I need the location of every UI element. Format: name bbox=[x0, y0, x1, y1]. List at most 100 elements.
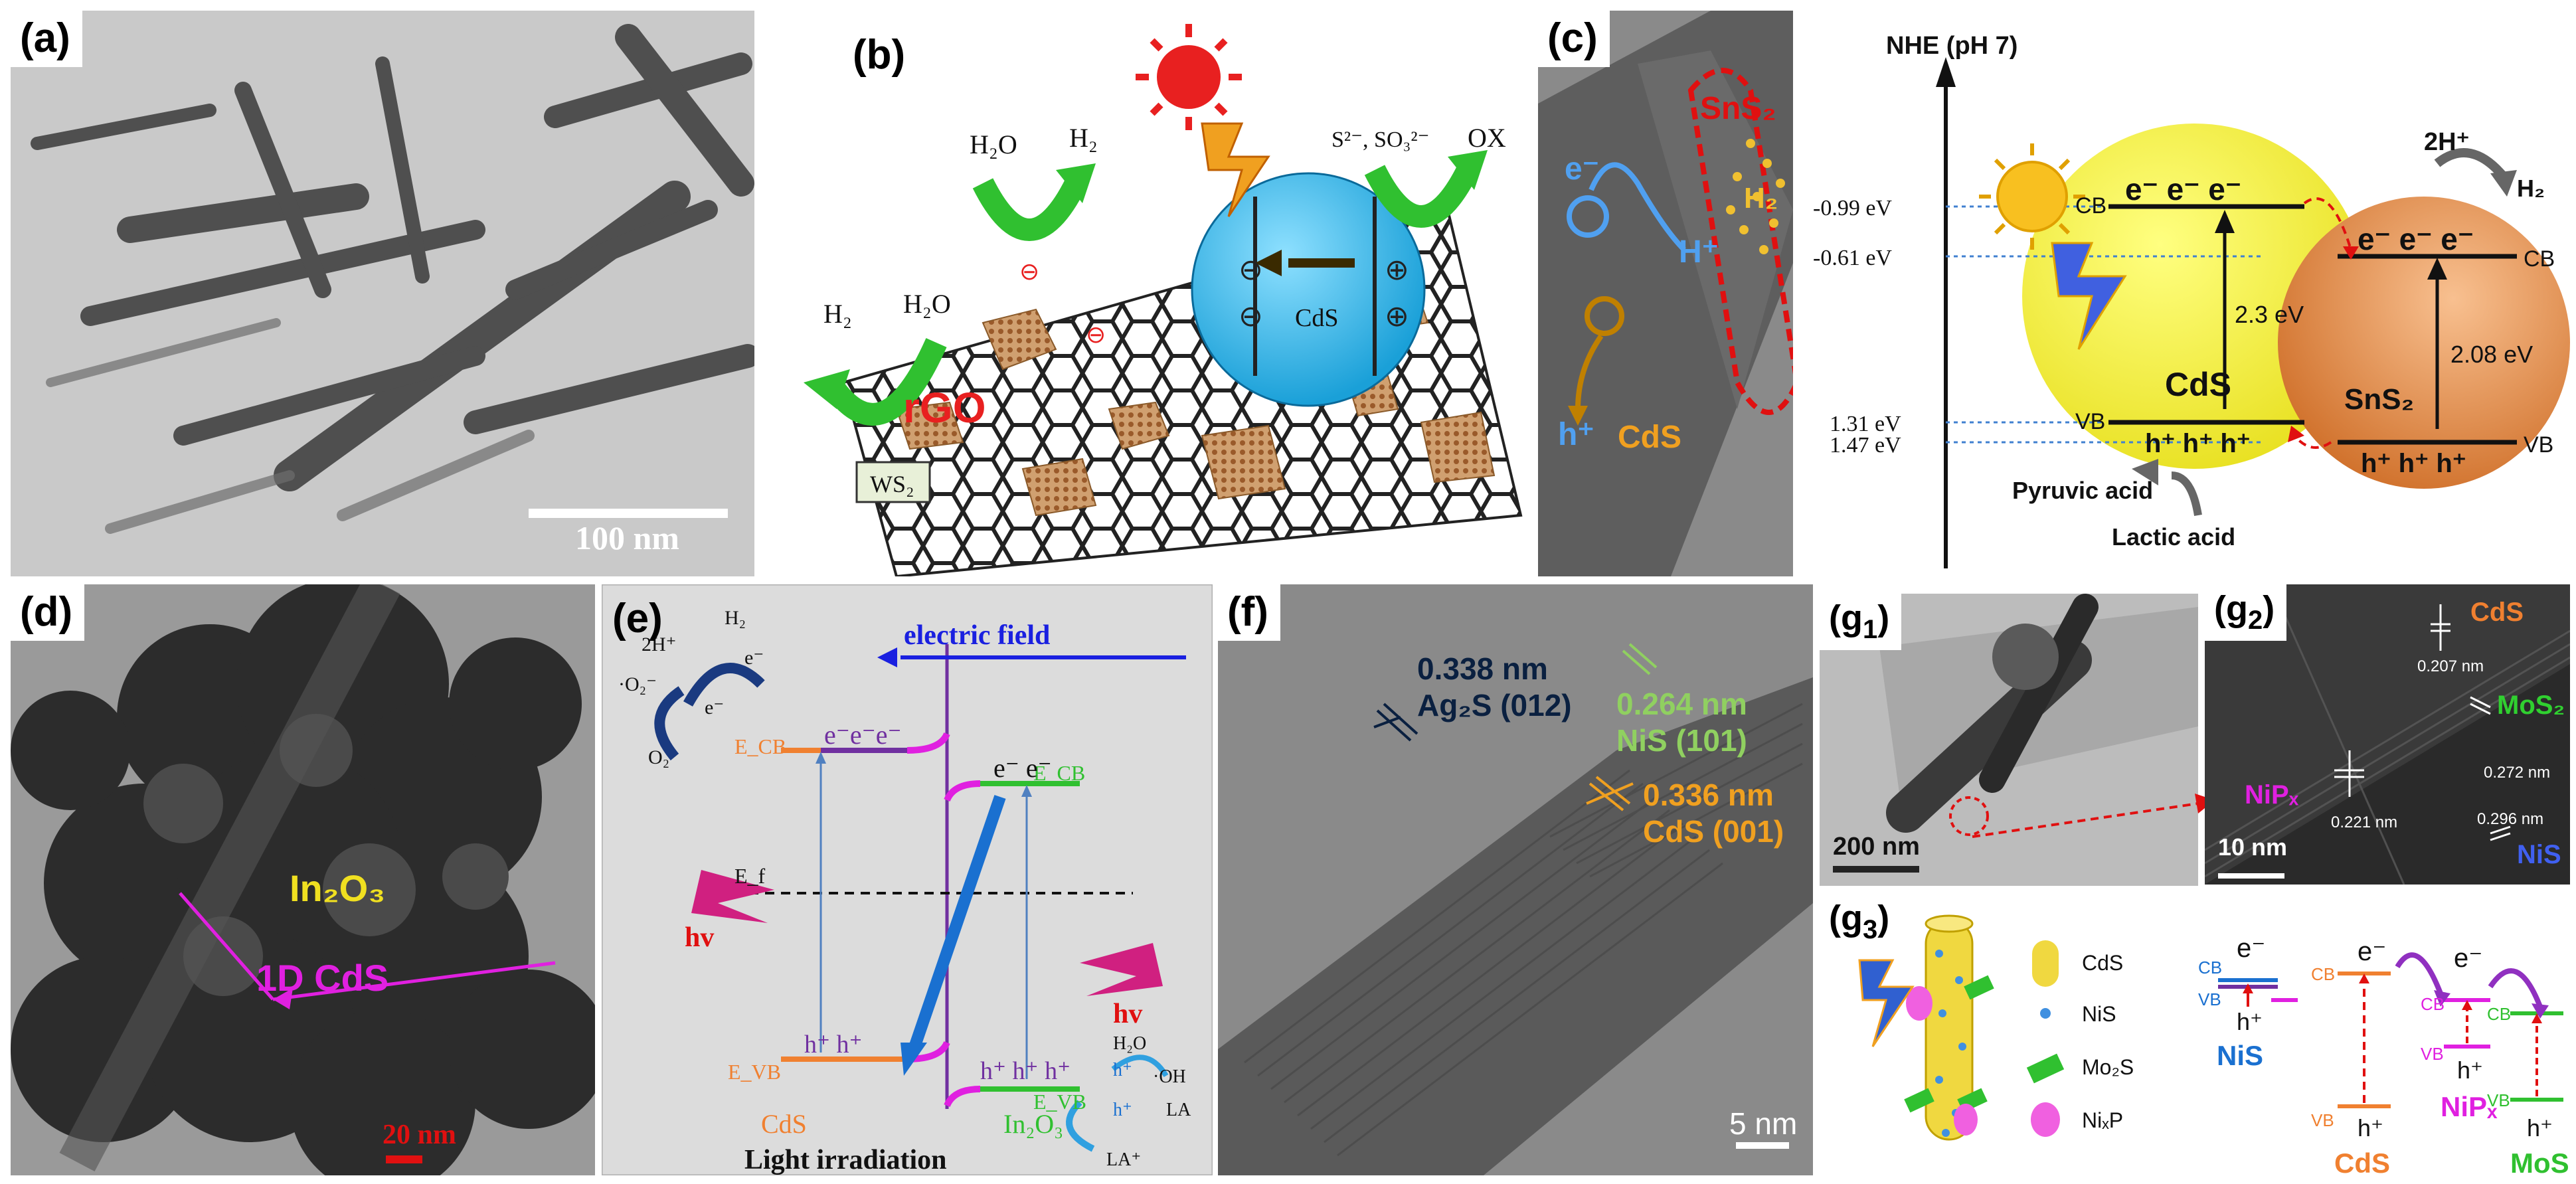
scale-bar bbox=[2218, 873, 2284, 879]
lattice-marker-cds bbox=[1586, 776, 1634, 811]
pointer-line bbox=[179, 892, 274, 1001]
scale-bar-label: 5 nm bbox=[1729, 1106, 1798, 1141]
rgo-label: rGO bbox=[903, 384, 986, 432]
hplus-label: H⁺ bbox=[1679, 234, 1719, 270]
in2o3-electrons: e⁻ e⁻ bbox=[993, 753, 1052, 783]
panel-a-tem-image: (a) 100 nm bbox=[11, 11, 754, 576]
electron-transfer-arrow bbox=[2303, 197, 2352, 250]
cds-holes: h⁺ h⁺ h⁺ bbox=[2145, 429, 2251, 458]
label-subscript: 3 bbox=[1862, 914, 1878, 944]
sns2-electrons: e⁻ e⁻ e⁻ bbox=[2358, 222, 2474, 256]
legend-nixp-swatch bbox=[2031, 1102, 2060, 1137]
2hplus-label: 2H⁺ bbox=[2424, 128, 2470, 156]
level-minus-0.99: -0.99 eV bbox=[1813, 196, 1892, 220]
electron-circle-icon bbox=[1567, 195, 1609, 238]
h2-label: H₂ bbox=[2517, 175, 2545, 202]
sns2-holes: h⁺ h⁺ h⁺ bbox=[2361, 449, 2466, 478]
electron-label: e⁻ bbox=[1565, 151, 1600, 187]
cds-vb-label: VB bbox=[2075, 409, 2105, 434]
nipx-vb-label: VB bbox=[2421, 1044, 2444, 1064]
nis-plane: NiS (101) bbox=[1616, 723, 1747, 758]
cds-label: CdS bbox=[2334, 1147, 2390, 1179]
lightning-icon-right bbox=[1080, 943, 1163, 996]
plus-sign: ⊕ bbox=[1385, 254, 1409, 286]
level-minus-0.61: -0.61 eV bbox=[1813, 246, 1892, 270]
h2-evolution-arrow bbox=[2434, 148, 2508, 180]
cds-sphere bbox=[2022, 124, 2367, 469]
cds-label: CdS bbox=[2470, 598, 2524, 627]
cds-electrons: e⁻ e⁻ e⁻ bbox=[2125, 172, 2241, 207]
electron-label: e⁻ bbox=[705, 697, 724, 719]
hole-path-arrow bbox=[1575, 334, 1604, 410]
cds-holes: h⁺ h⁺ bbox=[804, 1031, 863, 1058]
h2-bubbles bbox=[1726, 139, 1785, 254]
hole-label: h⁺ bbox=[2237, 1008, 2263, 1035]
panel-e-schematic: electric field hv hv E_CB E_CB E_f E_VB … bbox=[602, 584, 1213, 1175]
zoom-region-circle bbox=[1949, 796, 1989, 836]
scale-bar-label: 200 nm bbox=[1833, 833, 1920, 861]
hole-label: h⁺ bbox=[2527, 1114, 2553, 1142]
hrtem-lattice-image bbox=[1218, 584, 1813, 1175]
o2-label: O₂ bbox=[648, 746, 669, 768]
sns2-label: SnS₂ bbox=[1700, 91, 1776, 126]
la-label: LA bbox=[1166, 1100, 1191, 1120]
hole-label: h⁺ bbox=[2457, 1057, 2483, 1084]
light-irradiation-label: Light irradiation bbox=[744, 1145, 947, 1175]
sun-icon bbox=[1157, 45, 1221, 109]
laplus-label: LA⁺ bbox=[1106, 1149, 1141, 1170]
ws2-label: WS₂ bbox=[870, 471, 914, 497]
lightning-icon bbox=[1201, 122, 1270, 217]
2hplus-label: 2H⁺ bbox=[642, 634, 677, 655]
panel-d-tem-image: (d) In₂O₃ 1D CdS 20 nm bbox=[11, 584, 595, 1175]
lactic-oxidation-arrow bbox=[2171, 471, 2202, 517]
label-prefix: (g bbox=[1829, 598, 1863, 638]
nis-spacing: 0.264 nm bbox=[1616, 687, 1747, 721]
in2o3-evb-label: E_VB bbox=[1033, 1090, 1086, 1114]
zoom-connector-arrow bbox=[1972, 794, 2215, 838]
nis-cb-label: CB bbox=[2198, 958, 2222, 977]
panel-g1-tem-image: (g1) 200 nm bbox=[1820, 594, 2198, 886]
in2o3-label: In₂O₃ bbox=[290, 867, 386, 909]
cds-label: CdS bbox=[2165, 366, 2231, 403]
cds-spacing: 0.207 nm bbox=[2417, 657, 2484, 675]
lightning-icon bbox=[2051, 242, 2127, 350]
cds-electrons: e⁻e⁻e⁻ bbox=[824, 720, 902, 750]
lactic-acid-label: Lactic acid bbox=[2112, 523, 2235, 550]
1d-cds-label: 1D CdS bbox=[256, 957, 389, 999]
mos2-label: MoS₂ bbox=[2497, 691, 2565, 720]
lightning-icon bbox=[1858, 959, 1915, 1047]
panel-label-g1: (g1) bbox=[1820, 594, 1902, 650]
legend-mos2-label: Mo₂S bbox=[2082, 1055, 2134, 1079]
electron-label: e⁻ bbox=[2454, 944, 2482, 973]
ox-label: OX bbox=[1468, 123, 1506, 153]
hv-label: hv bbox=[1113, 999, 1142, 1029]
pointer-line bbox=[272, 961, 556, 1001]
mos2-label: MoS₂ bbox=[2510, 1147, 2570, 1179]
legend-cds-swatch bbox=[2032, 940, 2059, 987]
green-arrow-icon bbox=[1364, 165, 1478, 228]
panel-label-f: (f) bbox=[1218, 584, 1280, 641]
panel-label-a: (a) bbox=[11, 11, 82, 67]
electron-label: e⁻ bbox=[744, 647, 764, 669]
h2-label: H₂ bbox=[1069, 123, 1098, 153]
nipx-label: NiPₓ bbox=[2245, 780, 2299, 809]
pyruvic-acid-label: Pyruvic acid bbox=[2012, 477, 2153, 504]
h2o-label: H₂O bbox=[903, 289, 951, 319]
mos2-cb-label: CB bbox=[2487, 1004, 2511, 1024]
in2o3-holes: h⁺ h⁺ h⁺ bbox=[980, 1057, 1071, 1085]
minus-sign: ⊖ bbox=[1239, 300, 1263, 333]
cds-plane: CdS (001) bbox=[1643, 814, 1784, 849]
in2o3-cds-tem bbox=[11, 584, 595, 1175]
label-subscript: 1 bbox=[1862, 614, 1878, 644]
level-1.47: 1.47 eV bbox=[1830, 433, 1901, 458]
lightning-icon-left bbox=[691, 870, 774, 923]
label-prefix: (g bbox=[1829, 898, 1863, 938]
nipx-spacing: 0.221 nm bbox=[2331, 813, 2398, 831]
cds-label: CdS bbox=[1618, 420, 1681, 455]
reduction-arrow bbox=[683, 663, 765, 707]
sns2-vb-label: VB bbox=[2524, 432, 2553, 458]
sns2-sphere bbox=[2278, 197, 2570, 489]
electron-transfer-arrow bbox=[2395, 952, 2443, 995]
scale-bar-label: 10 nm bbox=[2218, 833, 2288, 861]
sns2-bandgap: 2.08 eV bbox=[2450, 341, 2533, 368]
